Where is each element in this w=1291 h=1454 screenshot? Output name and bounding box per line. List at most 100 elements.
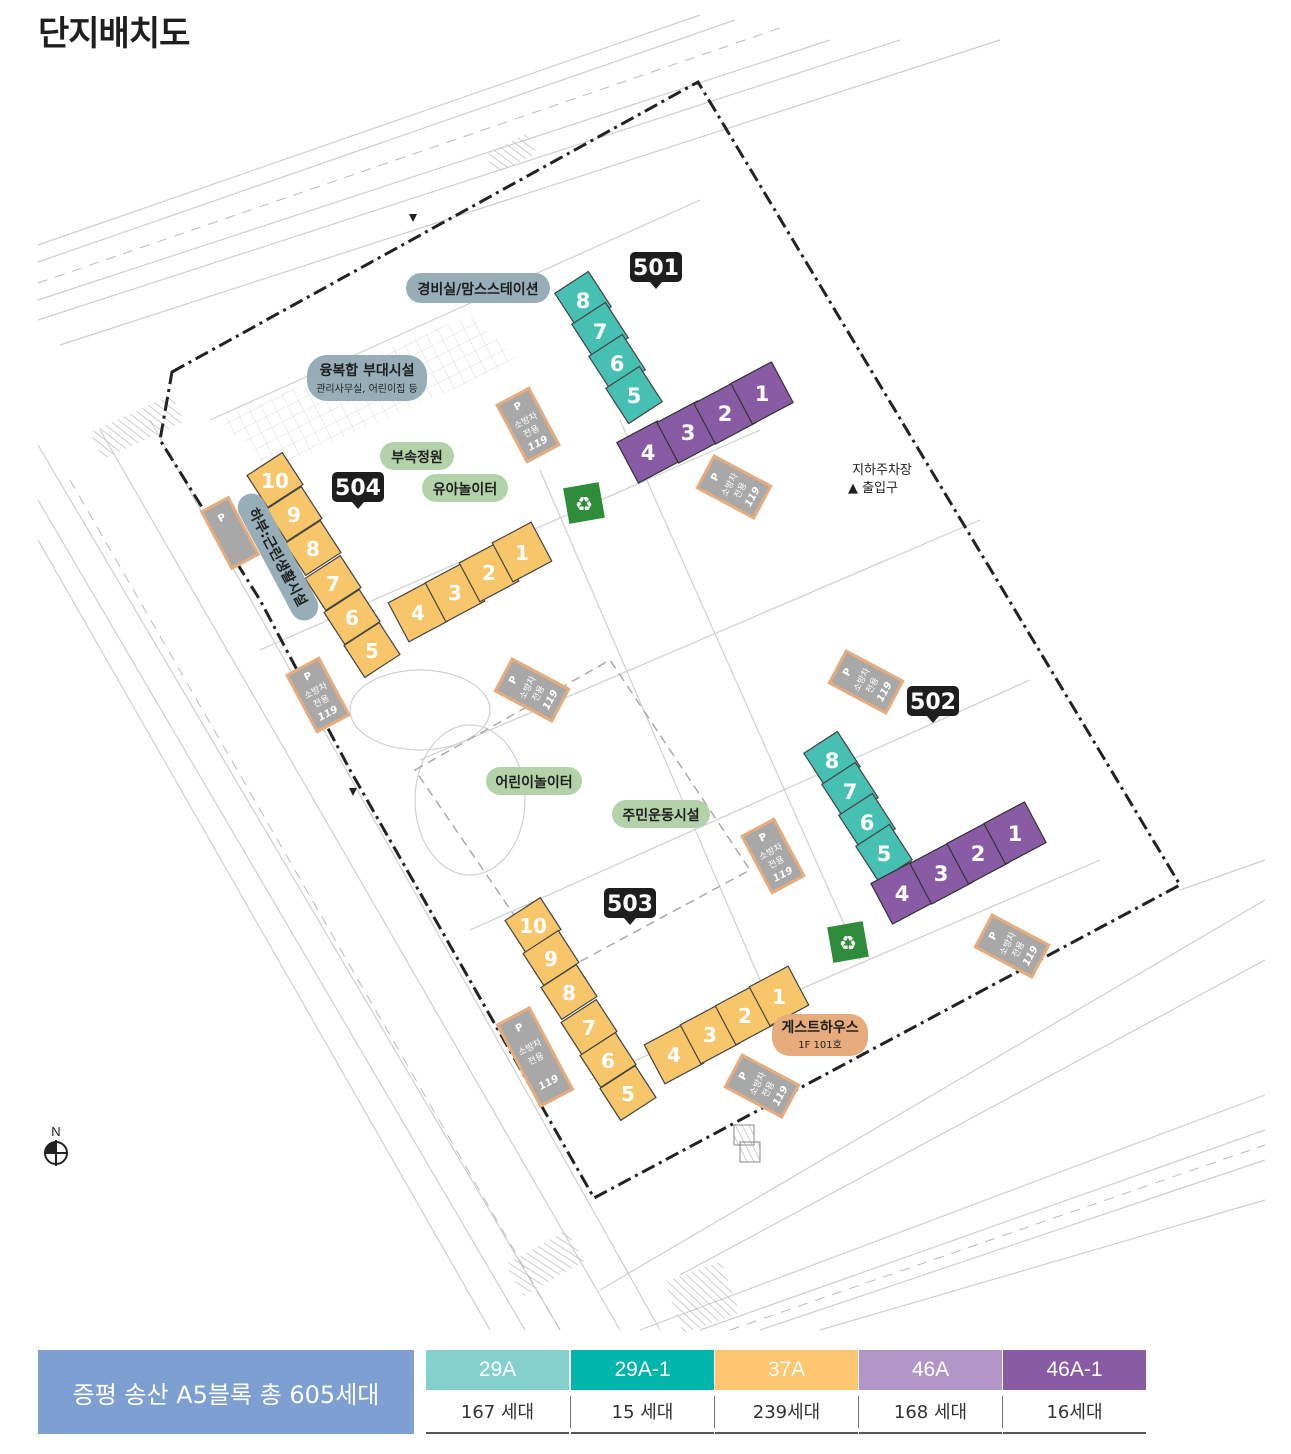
fire-lane-pad: P 소방차 전용 119 — [493, 657, 571, 723]
crosswalk — [89, 394, 185, 460]
svg-text:P: P — [513, 400, 525, 413]
legend-count: 167 세대 — [426, 1390, 569, 1434]
unit-number: 2 — [738, 1004, 752, 1028]
unit-number: 2 — [718, 402, 733, 426]
unit-number: 1 — [515, 541, 529, 565]
fire-lane-pad: P — [199, 495, 261, 571]
unit-number: 3 — [934, 862, 949, 886]
unit-number: 6 — [610, 352, 625, 376]
label-sports: 주민운동시설 — [612, 800, 710, 828]
svg-text:부속정원: 부속정원 — [391, 449, 443, 466]
unit-number: 5 — [877, 842, 892, 866]
fire-lane-pad: P 소방차 전용 119 — [723, 1053, 801, 1119]
legend-divider — [1002, 1396, 1003, 1428]
site-boundary — [158, 79, 1183, 1201]
legend-divider — [570, 1396, 571, 1428]
unit-number: 5 — [365, 639, 379, 663]
svg-text:지하주차장: 지하주차장 — [852, 463, 912, 478]
svg-text:경비실/맘스스테이션: 경비실/맘스스테이션 — [417, 281, 538, 298]
legend-type: 29A — [426, 1350, 569, 1390]
legend-type: 46A — [859, 1350, 1002, 1390]
unit-number: 3 — [448, 581, 462, 605]
north-label: N — [51, 1124, 61, 1139]
north-indicator: N — [40, 1124, 72, 1171]
unit-number: 8 — [825, 749, 840, 773]
label-guard: 경비실/맘스스테이션 — [406, 273, 550, 303]
fire-lane-pad: P 소방차 전용 119 — [695, 454, 773, 520]
svg-text:유아놀이터: 유아놀이터 — [433, 481, 497, 498]
unit-number: 1 — [772, 985, 786, 1009]
fire-lane-pad: P 소방차 전용 119 — [495, 386, 561, 464]
label-garden: 부속정원 — [380, 442, 454, 470]
fire-lane-pad: P 소방차 전용 119 — [827, 649, 905, 715]
unit-number: 7 — [582, 1016, 596, 1040]
svg-text:P: P — [303, 670, 315, 683]
unit-number: 10 — [519, 914, 547, 938]
legend-item-29A: 29A 167 세대 — [426, 1350, 569, 1434]
legend-divider — [714, 1396, 715, 1428]
gate-marker — [739, 1141, 761, 1163]
svg-text:P: P — [216, 512, 228, 525]
building-tag — [630, 252, 682, 282]
building-tag — [604, 888, 656, 918]
label-parking-entrance: 지하주차장 ▲ 출입구 — [848, 463, 912, 496]
svg-text:어린이놀이터: 어린이놀이터 — [495, 774, 572, 791]
svg-text:게스트하우스: 게스트하우스 — [781, 1019, 858, 1036]
building-number: 502 — [910, 690, 956, 715]
unit-number: 2 — [482, 561, 496, 585]
unit-legend: 증평 송산 A5블록 총 605세대 29A 167 세대 29A-1 15 세… — [38, 1350, 1146, 1434]
legend-type: 46A-1 — [1003, 1350, 1146, 1390]
kids-zone — [413, 659, 752, 976]
unit-number: 4 — [641, 441, 656, 465]
building-501: 8 7 6 5 4 3 2 1 501 — [553, 252, 794, 484]
unit-number: 9 — [544, 947, 558, 971]
legend-divider — [858, 1396, 859, 1428]
unit-number: 7 — [326, 572, 340, 596]
building-number: 501 — [633, 256, 679, 281]
svg-text:융복합 부대시설: 융복합 부대시설 — [319, 362, 414, 379]
legend-type: 29A-1 — [571, 1350, 714, 1390]
unit-number: 5 — [621, 1082, 635, 1106]
svg-text:P: P — [737, 1071, 750, 1083]
svg-text:관리사무실, 어린이집 등: 관리사무실, 어린이집 등 — [316, 383, 418, 395]
legend-item-29A-1: 29A-1 15 세대 — [571, 1350, 714, 1434]
crosswalk — [505, 1229, 585, 1297]
svg-text:P: P — [841, 667, 854, 679]
fire-lane-pad: P 소방차 전용 119 — [495, 1005, 575, 1109]
legend-item-46A-1: 46A-1 16세대 — [1003, 1350, 1146, 1434]
roads — [37, 14, 1266, 1331]
svg-text:P: P — [987, 931, 1000, 943]
page-title: 단지배치도 — [38, 14, 190, 54]
svg-text:1F 101호: 1F 101호 — [798, 1039, 842, 1051]
gate-arrow — [349, 788, 357, 796]
building-tag — [332, 472, 384, 502]
crosswalk — [664, 1261, 740, 1334]
fire-lane-pad: P 소방차 전용 119 — [740, 817, 806, 895]
unit-number: 8 — [576, 289, 591, 313]
unit-number: 7 — [593, 320, 608, 344]
building-504: 10 9 8 7 6 5 4 3 — [246, 451, 553, 679]
gate-arrow — [409, 214, 417, 222]
legend-total: 증평 송산 A5블록 총 605세대 — [38, 1350, 414, 1434]
recycle-icon: ♻ — [827, 921, 869, 963]
unit-number: 5 — [627, 384, 642, 408]
recycle-icon: ♻ — [563, 482, 605, 524]
legend-count: 168 세대 — [859, 1390, 1002, 1434]
unit-number: 6 — [860, 811, 875, 835]
unit-number: 8 — [306, 537, 320, 561]
label-guesthouse: 게스트하우스 1F 101호 — [772, 1014, 868, 1056]
legend-type: 37A — [715, 1350, 858, 1390]
unit-number: 9 — [287, 503, 301, 527]
legend-count: 16세대 — [1003, 1390, 1146, 1434]
label-complex-facility: 융복합 부대시설 관리사무실, 어린이집 등 — [307, 355, 427, 401]
fire-lane-pads: P 소방차 전용 119 P 소방차 전용 119 P P 소방차 전용 119… — [199, 386, 1051, 1119]
unit-number: 1 — [1008, 822, 1023, 846]
compass-icon — [44, 1140, 68, 1166]
svg-text:P: P — [709, 472, 722, 484]
road-dashes — [37, 27, 1266, 1331]
fire-lane-pad: P 소방차 전용 119 — [973, 913, 1051, 979]
building-502: 8 7 6 5 4 3 2 1 502 — [802, 686, 1047, 925]
unit-number: 10 — [261, 469, 289, 493]
svg-text:♻: ♻ — [575, 492, 593, 516]
label-kids: 어린이놀이터 — [486, 767, 582, 795]
